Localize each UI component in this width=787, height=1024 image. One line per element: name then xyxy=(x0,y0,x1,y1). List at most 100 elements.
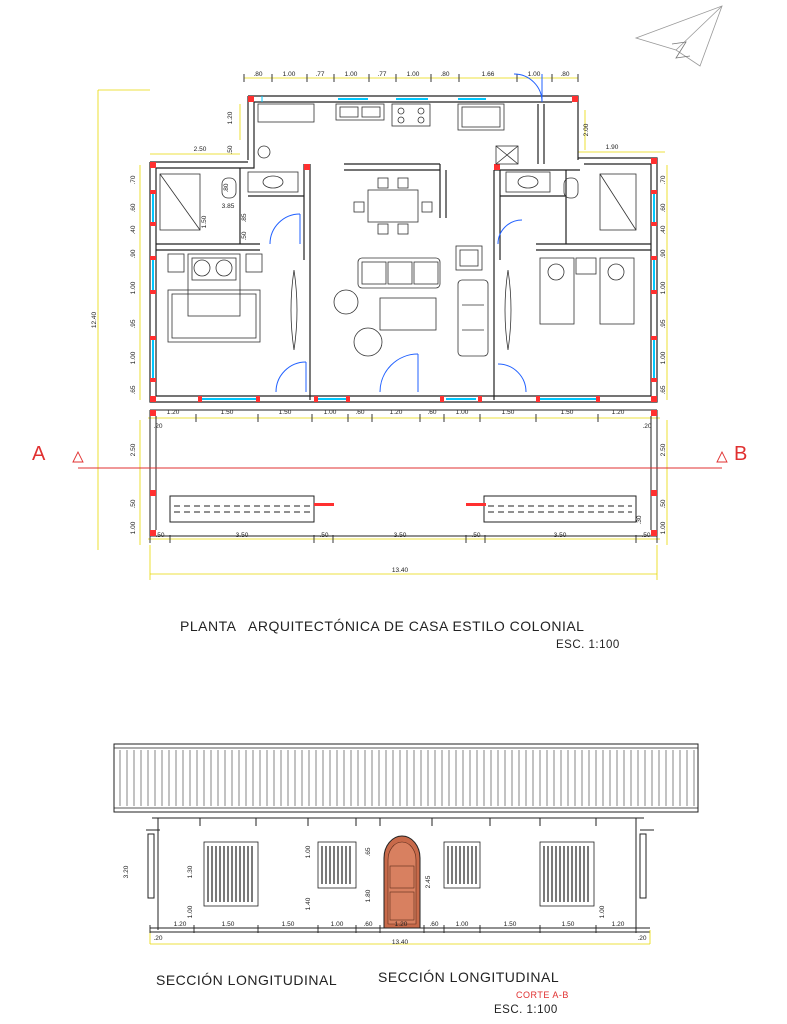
svg-text:1.20: 1.20 xyxy=(395,921,408,928)
svg-text:2.50: 2.50 xyxy=(660,443,667,456)
section-subtitle: CORTE A-B xyxy=(516,990,569,1000)
plan-dimension-text: .80 1.00 .77 1.00 .77 1.00 .80 1.66 1.00… xyxy=(153,71,651,574)
section-line-ab xyxy=(72,450,728,469)
svg-text:.80: .80 xyxy=(440,71,449,78)
plan-title: PLANTA ARQUITECTÓNICA DE CASA ESTILO COL… xyxy=(180,618,585,634)
svg-text:3.20: 3.20 xyxy=(123,865,130,878)
svg-text:.80: .80 xyxy=(253,71,262,78)
washer xyxy=(495,145,519,165)
svg-text:1.00: 1.00 xyxy=(407,71,420,78)
svg-text:13.40: 13.40 xyxy=(392,567,409,574)
coffee-table xyxy=(379,297,437,331)
section-windows xyxy=(203,841,595,907)
svg-text:.50: .50 xyxy=(641,532,650,539)
svg-text:.80: .80 xyxy=(223,183,230,192)
svg-text:.70: .70 xyxy=(130,175,137,184)
section-caption-left: SECCIÓN LONGITUDINAL xyxy=(156,972,338,988)
svg-text:3.85: 3.85 xyxy=(222,203,235,210)
svg-text:1.00: 1.00 xyxy=(324,409,337,416)
plan-dimension-lines xyxy=(97,77,668,580)
svg-text:1.20: 1.20 xyxy=(174,921,187,928)
svg-text:.20: .20 xyxy=(642,423,651,430)
refrigerator xyxy=(457,103,505,131)
plan-scale: ESC. 1:100 xyxy=(556,639,620,651)
svg-text:.50: .50 xyxy=(241,231,248,240)
section-scale: ESC. 1:100 xyxy=(494,1004,558,1016)
svg-text:.40: .40 xyxy=(130,225,137,234)
round-chair xyxy=(333,289,359,315)
svg-text:.85: .85 xyxy=(241,213,248,222)
svg-text:1.50: 1.50 xyxy=(504,921,517,928)
sofa xyxy=(357,257,441,289)
svg-text:.50: .50 xyxy=(319,532,328,539)
svg-text:.20: .20 xyxy=(153,935,162,942)
svg-text:1.00: 1.00 xyxy=(345,71,358,78)
toilet-right xyxy=(563,177,579,199)
shower-left xyxy=(159,173,201,231)
plan-wall-ends xyxy=(150,96,657,402)
planter-right xyxy=(483,495,637,523)
svg-text:.50: .50 xyxy=(227,145,234,154)
svg-text:.95: .95 xyxy=(660,319,667,328)
porch xyxy=(149,409,658,537)
elevation-window-1 xyxy=(203,841,259,907)
svg-text:1.66: 1.66 xyxy=(482,71,495,78)
svg-text:.65: .65 xyxy=(365,847,372,856)
shower-right xyxy=(599,173,637,231)
svg-text:1.00: 1.00 xyxy=(283,71,296,78)
svg-text:2.50: 2.50 xyxy=(194,146,207,153)
svg-text:1.00: 1.00 xyxy=(660,521,667,534)
svg-text:1.00: 1.00 xyxy=(187,905,194,918)
svg-text:.77: .77 xyxy=(377,71,386,78)
bed-right-2 xyxy=(599,257,635,325)
elevation-window-3 xyxy=(443,841,481,889)
svg-text:13.40: 13.40 xyxy=(392,939,409,946)
svg-text:.90: .90 xyxy=(660,249,667,258)
section-mark-b: B xyxy=(734,443,747,465)
svg-text:1.00: 1.00 xyxy=(305,845,312,858)
svg-text:.77: .77 xyxy=(315,71,324,78)
svg-text:1.50: 1.50 xyxy=(562,921,575,928)
svg-text:.20: .20 xyxy=(153,423,162,430)
svg-text:1.20: 1.20 xyxy=(390,409,403,416)
svg-text:.60: .60 xyxy=(363,921,372,928)
svg-text:1.00: 1.00 xyxy=(130,351,137,364)
svg-text:2.50: 2.50 xyxy=(130,443,137,456)
section-vertical-dimension-text: 3.20 1.30 1.00 1.00 1.40 .65 1.80 2.45 1… xyxy=(123,845,606,918)
planter-left xyxy=(169,495,315,523)
svg-text:1.00: 1.00 xyxy=(528,71,541,78)
svg-text:1.50: 1.50 xyxy=(201,215,208,228)
toilet-left xyxy=(221,177,237,199)
svg-text:.50: .50 xyxy=(130,499,137,508)
section-caption-right: SECCIÓN LONGITUDINAL xyxy=(378,969,560,985)
stove xyxy=(391,103,431,127)
section-walls xyxy=(146,818,654,933)
section-dimension-text: 1.20 1.50 1.50 1.00 .60 1.20 .60 1.00 1.… xyxy=(153,921,646,946)
plan-walls xyxy=(149,95,658,403)
svg-text:.65: .65 xyxy=(660,385,667,394)
svg-text:.95: .95 xyxy=(130,319,137,328)
elevation-window-4 xyxy=(539,841,595,907)
svg-text:.60: .60 xyxy=(660,203,667,212)
svg-text:3.50: 3.50 xyxy=(236,532,249,539)
plan-windows xyxy=(152,96,655,400)
svg-text:.65: .65 xyxy=(130,385,137,394)
svg-text:1.50: 1.50 xyxy=(282,921,295,928)
kitchen-sink xyxy=(335,103,385,121)
porch-wall-ends xyxy=(150,410,657,536)
section-dimension-ticks xyxy=(149,925,637,933)
svg-text:.70: .70 xyxy=(660,175,667,184)
svg-text:1.50: 1.50 xyxy=(221,409,234,416)
svg-text:1.00: 1.00 xyxy=(456,409,469,416)
svg-text:1.00: 1.00 xyxy=(660,351,667,364)
plan-door-swings xyxy=(269,73,543,393)
mirror-left xyxy=(290,269,298,351)
svg-text:1.30: 1.30 xyxy=(187,865,194,878)
svg-text:.40: .40 xyxy=(660,225,667,234)
plan-vertical-dimension-text: 12.40 .70 .60 .40 .90 1.00 .95 1.00 .65 … xyxy=(91,111,667,534)
elevation-window-2 xyxy=(317,841,357,889)
svg-text:1.80: 1.80 xyxy=(365,889,372,902)
svg-text:3.50: 3.50 xyxy=(554,532,567,539)
plan-furniture xyxy=(159,103,637,357)
